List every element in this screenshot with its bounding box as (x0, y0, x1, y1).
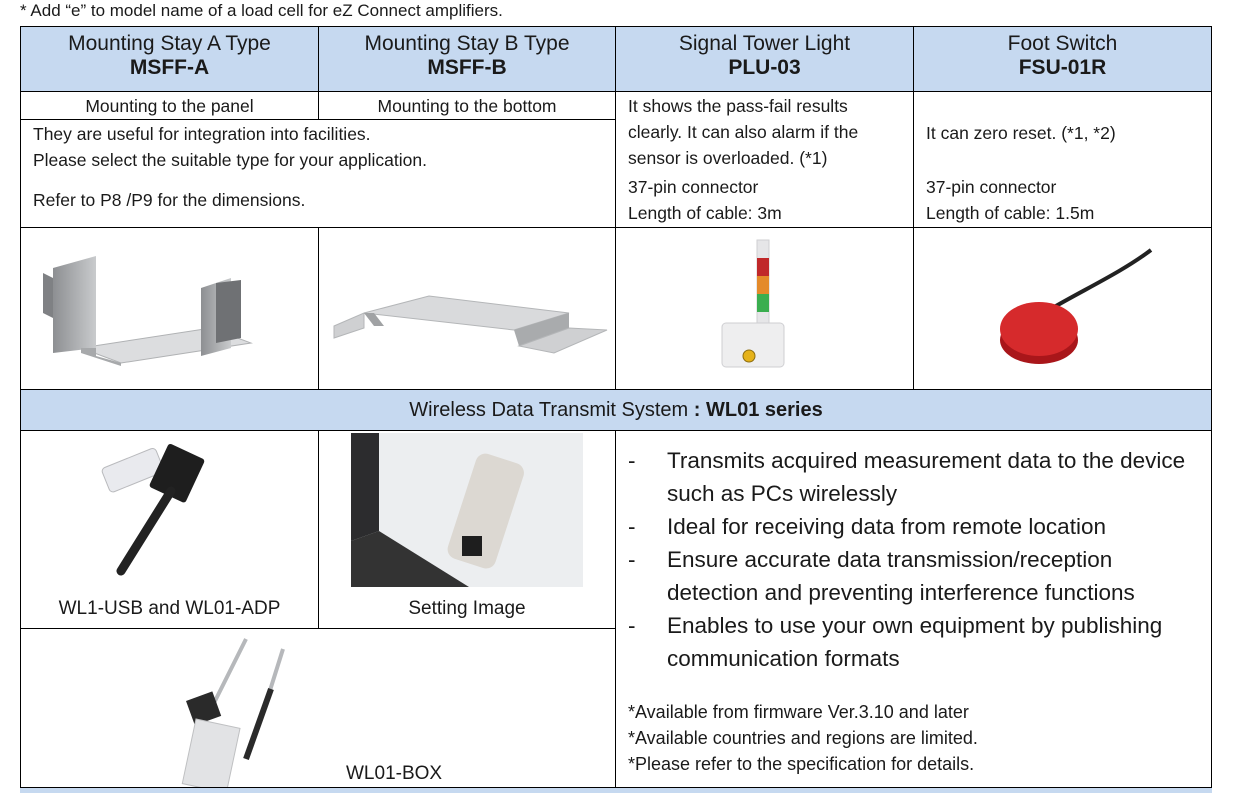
signal-tower-spec: 37-pin connector Length of cable: 3m (615, 173, 914, 228)
feature-line: Ensure accurate data transmission/recept… (667, 547, 1113, 572)
wireless-title: Wireless Data Transmit System (409, 399, 694, 421)
mounting-stay-b-photo (333, 295, 608, 354)
mounting-description: They are useful for integration into fac… (20, 119, 616, 174)
mounting-reference: Refer to P8 /P9 for the dimensions. (20, 173, 616, 228)
spec-line: Length of cable: 3m (628, 203, 782, 223)
feature-item: - Enables to use your own equipment by pu… (628, 609, 1198, 675)
wl01-box-caption: WL01-BOX (346, 763, 443, 784)
setting-image-caption: Setting Image (408, 598, 526, 619)
header-foot-switch: Foot Switch FSU-01R (913, 26, 1212, 92)
spec-line: Length of cable: 1.5m (926, 203, 1095, 223)
signal-tower-light-image (615, 227, 914, 390)
next-table-edge (20, 787, 1212, 793)
setting-image-cell: Setting Image (318, 430, 616, 629)
feature-line: such as PCs wirelessly (667, 481, 898, 506)
product-name: Mounting Stay B Type (364, 32, 570, 55)
bullet-dash: - (628, 613, 636, 638)
footnotes: *Available from firmware Ver.3.10 and la… (628, 699, 978, 777)
header-mounting-stay-a: Mounting Stay A Type MSFF-A (20, 26, 319, 92)
feature-line: Enables to use your own equipment by pub… (667, 613, 1163, 638)
mounting-stay-b-image (318, 227, 616, 390)
feature-item: - Ideal for receiving data from remote lo… (628, 510, 1198, 543)
bullet-dash: - (628, 547, 636, 572)
product-model: MSFF-A (129, 56, 210, 79)
foot-switch-image (913, 227, 1212, 390)
feature-line: Transmits acquired measurement data to t… (667, 448, 1186, 473)
wl01-box-cell: WL01-BOX (20, 628, 616, 791)
foot-switch-spec: 37-pin connector Length of cable: 1.5m (913, 173, 1212, 228)
footnote: *Please refer to the specification for d… (628, 754, 975, 774)
load-cell-note: * Add “e” to model name of a load cell f… (20, 1, 503, 20)
signal-tower-description: It shows the pass-fail results clearly. … (615, 91, 914, 174)
footnote: *Available countries and regions are lim… (628, 728, 978, 748)
desc-line: sensor is overloaded. (*1) (628, 148, 828, 168)
mounting-desc-line: They are useful for integration into fac… (33, 124, 371, 144)
spec-line: 37-pin connector (926, 177, 1057, 197)
signal-tower-light-photo (721, 239, 785, 368)
mounting-stay-a-photo (43, 256, 253, 366)
product-name: Mounting Stay A Type (68, 32, 271, 55)
foot-switch-description: It can zero reset. (*1, *2) (913, 91, 1212, 174)
feature-line: detection and preventing interference fu… (667, 580, 1135, 605)
feature-line: Ideal for receiving data from remote loc… (667, 514, 1106, 539)
mounting-b-subtitle: Mounting to the bottom (318, 91, 616, 120)
feature-line: communication formats (667, 646, 900, 671)
mounting-stay-a-image (20, 227, 319, 390)
feature-list: - Transmits acquired measurement data to … (628, 444, 1198, 675)
feature-item: - Ensure accurate data transmission/recep… (628, 543, 1198, 609)
desc-line: It shows the pass-fail results (628, 96, 848, 116)
bullet-dash: - (628, 514, 636, 539)
wl01-box-photo (181, 638, 285, 790)
wl1-usb-adp-photo (101, 443, 205, 576)
wireless-header: Wireless Data Transmit System : WL01 ser… (20, 389, 1212, 431)
wireless-description: - Transmits acquired measurement data to … (615, 430, 1212, 791)
product-name: Foot Switch (1007, 32, 1118, 55)
foot-switch-photo (1000, 248, 1153, 364)
feature-item: - Transmits acquired measurement data to … (628, 444, 1198, 510)
header-signal-tower-light: Signal Tower Light PLU-03 (615, 26, 914, 92)
setting-image-photo (351, 433, 583, 587)
product-model: MSFF-B (427, 56, 507, 79)
spec-line: 37-pin connector (628, 177, 759, 197)
product-model: PLU-03 (728, 56, 801, 79)
product-model: FSU-01R (1018, 56, 1107, 79)
footnote: *Available from firmware Ver.3.10 and la… (628, 702, 969, 722)
header-mounting-stay-b: Mounting Stay B Type MSFF-B (318, 26, 616, 92)
wireless-series: : WL01 series (693, 399, 823, 421)
wl1-usb-adp-cell: WL1-USB and WL01-ADP (20, 430, 319, 629)
mounting-a-subtitle: Mounting to the panel (20, 91, 319, 120)
bullet-dash: - (628, 448, 636, 473)
mounting-desc-line: Please select the suitable type for your… (33, 150, 427, 170)
product-name: Signal Tower Light (678, 32, 851, 55)
wl1-usb-adp-caption: WL1-USB and WL01-ADP (58, 598, 281, 619)
desc-line: clearly. It can also alarm if the (628, 122, 859, 142)
